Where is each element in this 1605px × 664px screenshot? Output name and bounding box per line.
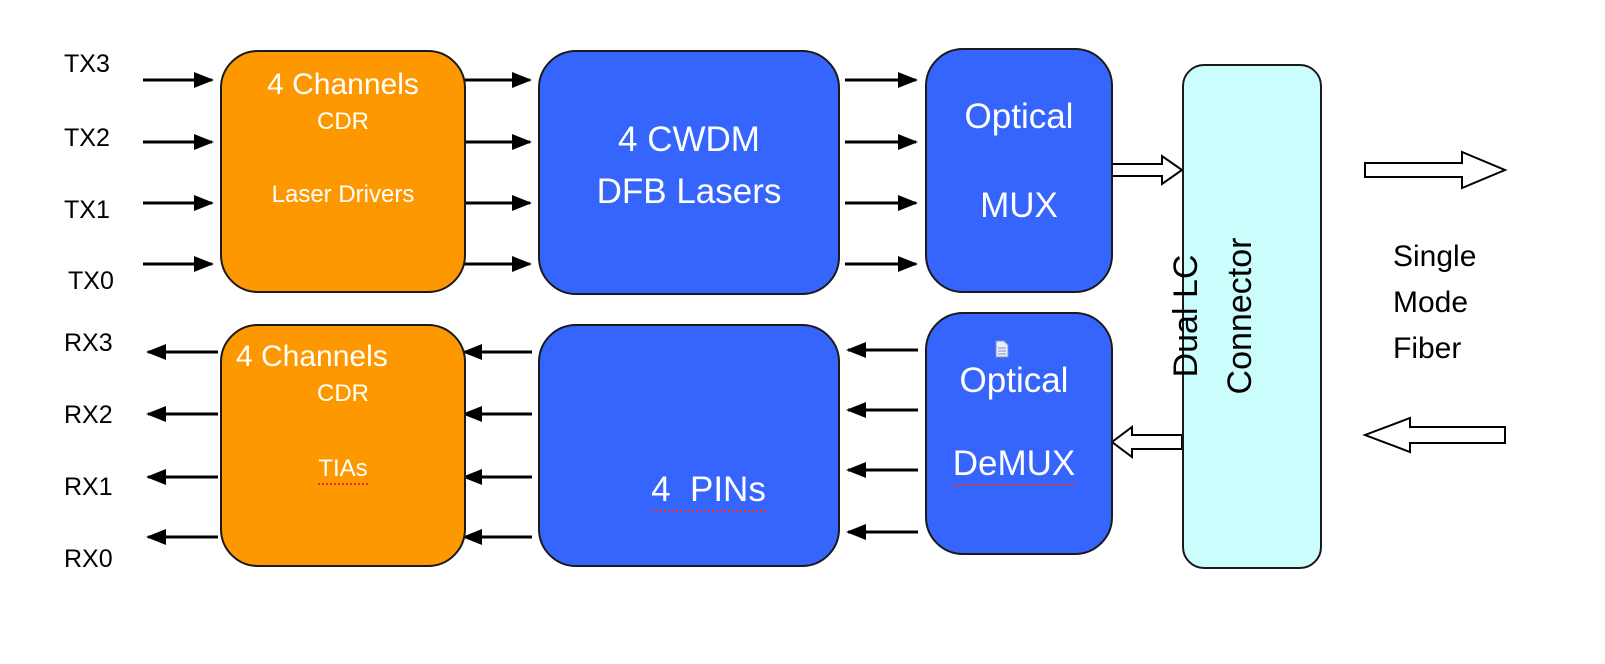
connector-line-1: Dual LC: [1167, 254, 1205, 378]
hollow-arrow-icon: [1362, 416, 1506, 454]
tx-cdr-laser-driver-block: [220, 50, 466, 293]
tx-cdr-subtitle: CDR: [317, 108, 369, 135]
tx-port-label: TX2: [64, 124, 110, 152]
document-icon: [995, 340, 1009, 358]
lasers-title: 4 CWDM: [618, 120, 760, 159]
fiber-line-2: Mode: [1393, 286, 1469, 319]
demux-subtitle: DeMUX: [925, 444, 1103, 486]
tx-port-label: TX0: [68, 267, 114, 295]
fiber-line-1: Single: [1393, 240, 1477, 273]
rx-cdr-tia-block: [220, 324, 466, 567]
pins-label: 4 PINs: [538, 430, 840, 550]
dual-lc-connector-block: [1182, 64, 1322, 569]
tx-cdr-laser-drivers: Laser Drivers: [271, 181, 415, 208]
connector-line-2: Connector: [1221, 237, 1259, 395]
lasers-subtitle: DFB Lasers: [596, 172, 782, 211]
mux-subtitle: MUX: [980, 186, 1058, 225]
rx-port-label: RX0: [64, 545, 113, 573]
rx-port-label: RX3: [64, 329, 113, 357]
demux-to-pin-arrows: [846, 342, 918, 540]
hollow-arrow-icon: [1110, 425, 1183, 459]
hollow-arrow-icon: [1111, 154, 1184, 186]
demux-title: Optical: [959, 361, 1069, 400]
rx-port-label: RX2: [64, 401, 113, 429]
cwdm-dfb-lasers-block: [538, 50, 840, 295]
pins-block: [538, 324, 840, 567]
optical-demux-block: [925, 312, 1113, 555]
hollow-arrow-icon: [1364, 150, 1508, 190]
tx-input-arrows: [143, 72, 214, 272]
rx-port-label: RX1: [64, 473, 113, 501]
rx-cdr-title: 4 Channels: [236, 340, 388, 373]
pin-to-cdr-arrows: [462, 344, 532, 545]
single-mode-fiber-label: Single Mode Fiber: [1393, 234, 1476, 372]
rx-output-arrows: [146, 344, 218, 545]
cdr-to-laser-arrows: [462, 72, 532, 272]
rx-cdr-tias: TIAs: [220, 455, 466, 485]
fiber-line-3: Fiber: [1393, 332, 1462, 365]
laser-to-mux-arrows: [845, 72, 918, 272]
tx-port-label: TX3: [64, 50, 110, 78]
optical-mux-block: [925, 48, 1113, 293]
mux-title: Optical: [964, 97, 1074, 136]
tx-port-label: TX1: [64, 196, 110, 224]
tx-cdr-title: 4 Channels: [267, 68, 419, 101]
rx-cdr-subtitle: CDR: [317, 380, 369, 407]
